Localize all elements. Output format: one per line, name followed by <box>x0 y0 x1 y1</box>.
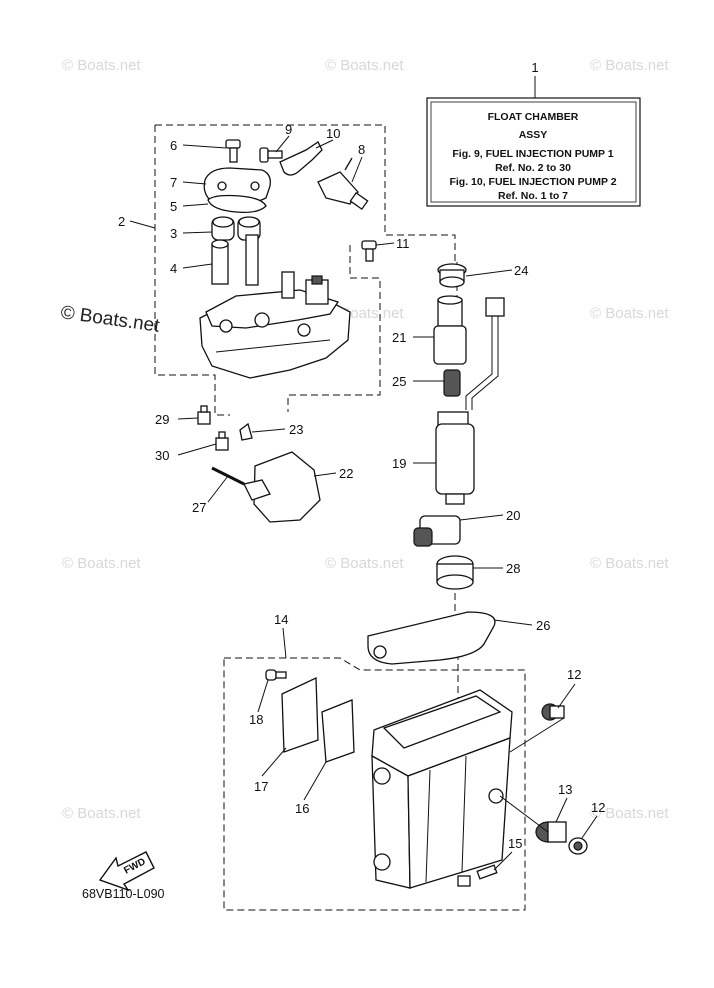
callout-19: 19 <box>392 456 406 471</box>
part-18-screw <box>265 669 287 681</box>
callout-22: 22 <box>339 466 353 481</box>
callout-16: 16 <box>295 801 309 816</box>
callout-24: 24 <box>514 263 528 278</box>
part-8-needle-valve <box>317 157 369 211</box>
part-28-holder <box>436 555 474 590</box>
callout-5: 5 <box>170 199 177 214</box>
wire-harness <box>465 312 499 410</box>
fwd-arrow-icon: FWD <box>98 851 155 892</box>
callout-28: 28 <box>506 561 520 576</box>
callout-27: 27 <box>192 500 206 515</box>
callout-1: 1 <box>531 60 538 75</box>
callout-labels: 1 2 3 4 5 6 7 8 9 10 11 12 12 13 14 15 1… <box>118 60 605 851</box>
callout-6: 6 <box>170 138 177 153</box>
part-6-screw <box>225 139 241 163</box>
watermark: © Boats.net <box>590 305 669 322</box>
callout-7: 7 <box>170 175 177 190</box>
callout-26: 26 <box>536 618 550 633</box>
lower-assembly-boundary <box>223 657 526 911</box>
callout-18: 18 <box>249 712 263 727</box>
part-30-plug <box>215 431 229 451</box>
part-29-plug <box>197 405 211 425</box>
callout-12-lower: 12 <box>591 800 605 815</box>
part-13-damper <box>535 821 567 843</box>
callout-9: 9 <box>285 122 292 137</box>
callout-3: 3 <box>170 226 177 241</box>
callout-14: 14 <box>274 612 288 627</box>
part-19-fuel-pump <box>435 411 475 505</box>
callout-30: 30 <box>155 448 169 463</box>
callout-11: 11 <box>396 236 410 251</box>
callout-25: 25 <box>392 374 406 389</box>
part-25-hose <box>443 369 461 397</box>
watermark: © Boats.net <box>62 555 141 572</box>
watermark: © Boats.net <box>62 57 141 74</box>
callout-12-upper: 12 <box>567 667 581 682</box>
info-line: Fig. 10, FUEL INJECTION PUMP 2 <box>449 176 616 188</box>
part-10-lever <box>279 141 323 176</box>
part-26-gasket <box>367 611 496 665</box>
wire-connector <box>485 297 505 317</box>
callout-13: 13 <box>558 782 572 797</box>
leader-lines <box>129 135 598 871</box>
upper-assembly-boundary <box>154 124 456 416</box>
watermark: © Boats.net <box>325 57 404 74</box>
info-line: FLOAT CHAMBER <box>488 111 579 123</box>
info-line: Ref. No. 1 to 7 <box>498 190 568 202</box>
callout-8: 8 <box>358 142 365 157</box>
part-17-cover-plate <box>281 676 319 753</box>
callout-20: 20 <box>506 508 520 523</box>
info-line: Ref. No. 2 to 30 <box>495 162 571 174</box>
part-26-hole <box>373 645 387 659</box>
callout-23: 23 <box>289 422 303 437</box>
diagram-code: 68VB110-L090 <box>82 887 165 901</box>
part-3-holder <box>211 216 261 241</box>
watermark: © Boats.net <box>325 555 404 572</box>
float-chamber-lower-body <box>371 689 513 889</box>
watermark: © Boats.net <box>590 805 669 822</box>
info-box-inner <box>430 101 637 203</box>
watermark: © Boats.net <box>62 805 141 822</box>
info-box: FLOAT CHAMBER ASSY Fig. 9, FUEL INJECTIO… <box>426 97 641 207</box>
part-11-screw <box>361 240 377 262</box>
part-5-gasket <box>207 194 267 214</box>
info-line: Fig. 9, FUEL INJECTION PUMP 1 <box>452 148 613 160</box>
info-box-outer <box>426 97 641 207</box>
watermark: © Boats.net <box>590 57 669 74</box>
part-22-cover <box>253 451 321 523</box>
float-chamber-upper-body <box>199 271 351 379</box>
info-line: ASSY <box>519 129 548 141</box>
part-16-gasket <box>321 699 355 763</box>
part-12-grommet-upper <box>541 703 565 721</box>
part-23-connector <box>239 422 253 441</box>
callout-21: 21 <box>392 330 406 345</box>
part-21-filter <box>433 295 467 365</box>
callout-4: 4 <box>170 261 177 276</box>
watermark: © Boats.net <box>590 555 669 572</box>
callout-15: 15 <box>508 836 522 851</box>
callout-17: 17 <box>254 779 268 794</box>
part-22-clip <box>243 479 271 501</box>
callout-2: 2 <box>118 214 125 229</box>
part-4-filter <box>211 234 259 286</box>
part-20-bracket <box>413 515 461 547</box>
part-24-grommet <box>437 263 467 288</box>
callout-10: 10 <box>326 126 340 141</box>
callout-29: 29 <box>155 412 169 427</box>
part-12-grommet-lower <box>568 837 588 855</box>
watermark-main: © Boats.net <box>59 302 161 337</box>
part-9-screw <box>259 147 283 163</box>
